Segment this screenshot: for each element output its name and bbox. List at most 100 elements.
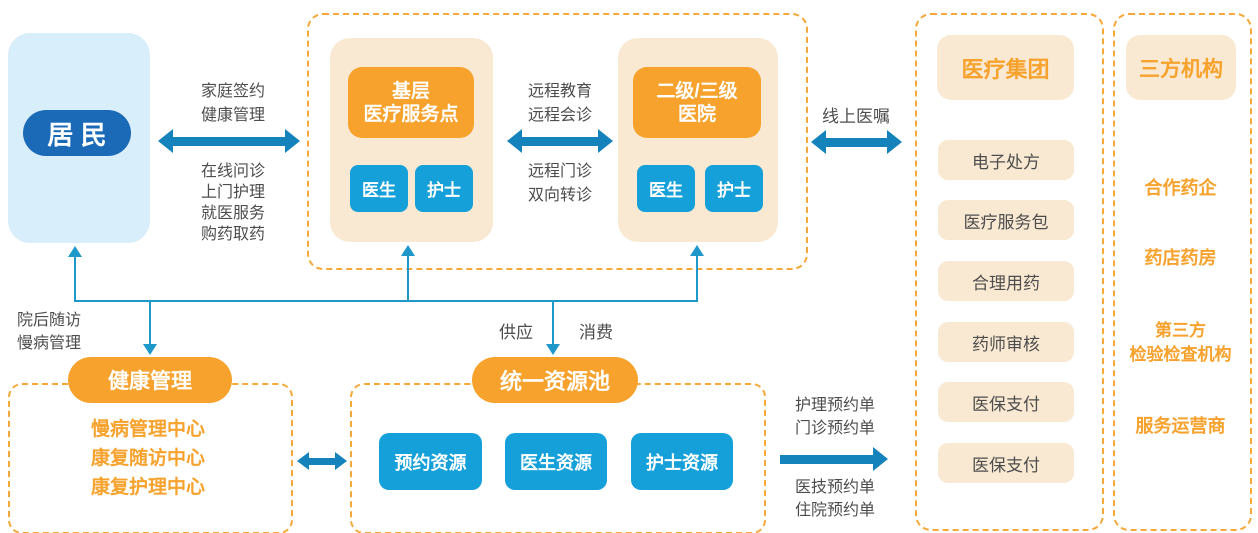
third-party-item: 合作药企	[1113, 174, 1248, 200]
medical-group-item: 医保支付	[938, 443, 1074, 483]
connector-resident	[74, 256, 76, 302]
edge-label-remote-top: 远程教育 远程会诊	[500, 80, 620, 128]
panel-title: 健康管理	[108, 370, 192, 393]
arrow-health-pool	[297, 451, 347, 471]
connector-health-mgmt-arrowhead-icon	[143, 344, 157, 355]
item-label: 电子处方	[972, 152, 1040, 172]
arrow-shaft	[520, 136, 600, 146]
edge-label-online-order: 线上医嘱	[806, 102, 906, 127]
connector-health-mgmt	[149, 300, 151, 346]
medical-group-title: 医疗集团	[937, 35, 1074, 100]
chip-label: 护士	[427, 181, 461, 200]
connector-primary-arrowhead-icon	[401, 245, 415, 256]
connector-bus	[74, 300, 698, 302]
node-title-line: 医院	[677, 103, 716, 125]
third-party-item: 第三方 检验检查机构	[1113, 319, 1248, 367]
item-label: 慢病管理中心	[90, 419, 205, 440]
edge-label-line: 医技预约单	[794, 479, 875, 496]
third-party-item: 药店药房	[1113, 244, 1248, 270]
connector-hospital	[696, 255, 698, 302]
item-label: 合作药企	[1144, 178, 1217, 198]
item-label: 康复随访中心	[90, 448, 205, 469]
arrow-left-head-icon	[507, 129, 522, 153]
item-label: 合理用药	[972, 273, 1040, 293]
connector-hospital-arrowhead-icon	[690, 245, 704, 256]
edge-label-line: 线上医嘱	[822, 107, 890, 126]
health-mgmt-title-pill: 健康管理	[68, 357, 232, 403]
edge-label-line: 供应	[499, 323, 533, 342]
medical-group-item: 药师审核	[938, 322, 1074, 362]
hospital-nurse-chip: 护士	[705, 165, 763, 212]
arrow-right-head-icon	[887, 130, 902, 154]
item-label: 检验检查机构	[1129, 345, 1232, 364]
edge-label-line: 门诊预约单	[794, 420, 875, 437]
booking-labels-top: 护理预约单 门诊预约单	[777, 394, 893, 440]
arrow-left-head-icon	[297, 452, 309, 470]
arrow-right-head-icon	[873, 447, 888, 471]
medical-group-item: 医保支付	[938, 382, 1074, 422]
chip-label: 护士	[717, 181, 751, 200]
connector-primary	[407, 255, 409, 302]
health-mgmt-items: 慢病管理中心 康复随访中心 康复护理中心	[18, 415, 278, 502]
arrow-shaft	[824, 137, 889, 147]
panel-title: 医疗集团	[961, 56, 1050, 82]
edge-label-line: 护理预约单	[794, 397, 875, 414]
hospital-doctor-chip: 医生	[637, 165, 695, 212]
arrow-shaft	[307, 457, 337, 465]
arrow-shaft	[780, 454, 875, 464]
item-label: 药店药房	[1144, 248, 1217, 268]
connector-resident-arrowhead-icon	[68, 246, 82, 257]
primary-nurse-chip: 护士	[415, 165, 473, 212]
arrow-pool-group	[780, 446, 888, 472]
health-mgmt-panel	[8, 383, 293, 533]
chip-label: 预约资源	[394, 452, 467, 473]
medical-group-item: 电子处方	[938, 140, 1074, 180]
edge-label-remote-bottom: 远程门诊 双向转诊	[500, 160, 620, 208]
arrow-shaft	[171, 136, 287, 146]
edge-label-line: 就医服务	[200, 205, 265, 222]
connector-resource-pool-arrowhead-icon	[546, 344, 560, 355]
item-label: 医保支付	[972, 394, 1040, 414]
edge-label-family-contract: 家庭签约 健康管理	[173, 80, 293, 128]
edge-label-line: 家庭签约	[200, 83, 265, 100]
edge-label-online-services: 在线问诊 上门护理 就医服务 购药取药	[173, 161, 293, 245]
edge-label-line: 住院预约单	[794, 502, 875, 519]
edge-label-line: 上门护理	[200, 184, 265, 201]
edge-label-line: 双向转诊	[527, 187, 592, 204]
primary-site-title: 基层 医疗服务点	[348, 67, 474, 138]
resource-chip-doctor: 医生资源	[505, 433, 607, 490]
arrow-left-head-icon	[811, 130, 826, 154]
item-label: 药师审核	[972, 334, 1040, 354]
chip-label: 医生	[649, 181, 683, 200]
node-title-line: 基层	[391, 80, 430, 102]
resource-pool-title-pill: 统一资源池	[472, 357, 638, 403]
medical-group-item: 医疗服务包	[938, 200, 1074, 240]
edge-label-line: 远程门诊	[527, 163, 592, 180]
edge-label-line: 消费	[579, 323, 613, 342]
item-label: 服务运营商	[1135, 416, 1226, 436]
edge-label-line: 在线问诊	[200, 163, 265, 180]
edge-label-line: 远程教育	[527, 83, 592, 100]
medical-group-item: 合理用药	[938, 261, 1074, 301]
resident-node: 居 民	[23, 110, 131, 156]
resource-chip-nurse: 护士资源	[631, 433, 733, 490]
node-title-line: 医疗服务点	[363, 103, 459, 125]
consume-label: 消费	[567, 318, 625, 343]
arrow-remote	[507, 128, 613, 154]
third-party-item: 服务运营商	[1113, 412, 1248, 438]
booking-labels-bottom: 医技预约单 住院预约单	[777, 476, 893, 522]
arrow-resident-network	[158, 128, 300, 154]
followup-label: 院后随访 慢病管理	[6, 309, 92, 355]
item-label: 第三方	[1155, 321, 1206, 340]
panel-title: 三方机构	[1139, 57, 1223, 81]
arrow-right-head-icon	[335, 452, 347, 470]
edge-label-line: 购药取药	[200, 226, 265, 243]
supply-label: 供应	[487, 318, 545, 343]
node-title-line: 二级/三级	[656, 80, 738, 102]
chip-label: 医生资源	[520, 452, 592, 473]
connector-resource-pool	[552, 300, 554, 346]
arrow-right-head-icon	[598, 129, 613, 153]
item-label: 医保支付	[972, 455, 1040, 475]
edge-label-line: 慢病管理	[16, 335, 81, 352]
